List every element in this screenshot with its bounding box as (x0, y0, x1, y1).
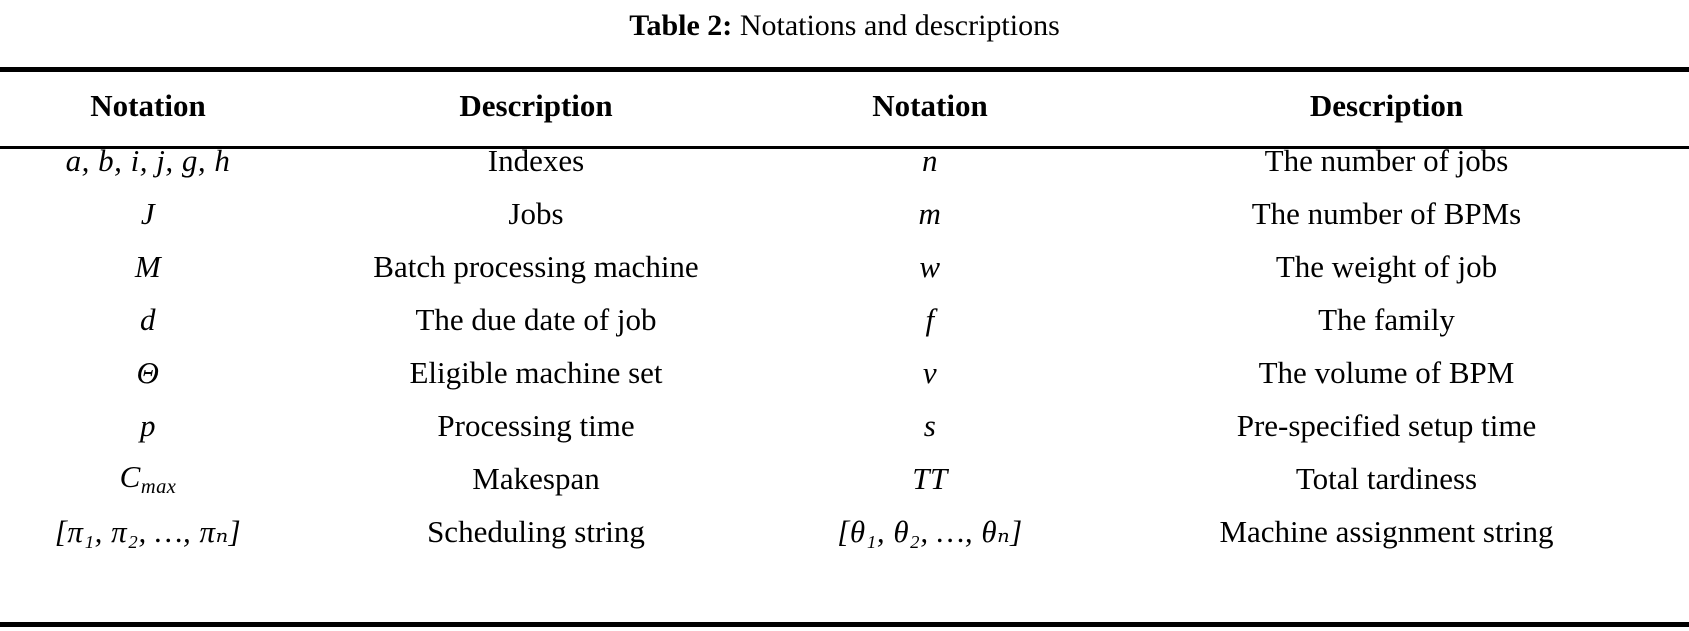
cell-notation-left: [π₁, π₂, …, πₙ] (54, 513, 242, 549)
cell-notation-right: TT (912, 460, 948, 496)
table-row: Cmax Makespan TT Total tardiness (0, 452, 1689, 505)
caption-label: Table 2: (629, 9, 733, 42)
cell-description-left: The due date of job (415, 301, 657, 337)
table-caption: Table 2: Notations and descriptions (0, 6, 1689, 46)
cell-description-right: The family (1318, 301, 1455, 337)
notations-table: Notation Description Notation Descriptio… (0, 78, 1689, 558)
column-header-description-right: Description (1309, 88, 1464, 123)
cell-notation-left: a, b, i, j, g, h (65, 142, 231, 178)
cell-notation-left: Cmax (0, 452, 296, 505)
cell-notation-right: [θ₁, θ₂, …, θₙ] (837, 513, 1023, 549)
cell-notation-right: w (919, 248, 941, 284)
cell-description-left: Scheduling string (427, 513, 645, 549)
table-top-rule (0, 67, 1689, 72)
cell-notation-right: f (925, 301, 935, 337)
table-row: J Jobs m The number of BPMs (0, 187, 1689, 240)
table-header-row-group: Notation Description Notation Descriptio… (0, 78, 1689, 134)
cell-notation-right: m (918, 195, 942, 231)
cell-description-right: Machine assignment string (1219, 513, 1554, 549)
table-body: a, b, i, j, g, h Indexes n The number of… (0, 134, 1689, 558)
cell-notation-left: J (140, 195, 156, 231)
table-row: d The due date of job f The family (0, 293, 1689, 346)
cell-description-left: Indexes (487, 142, 585, 178)
cell-description-right: Total tardiness (1295, 460, 1478, 496)
cmax-base: C (119, 458, 141, 494)
cell-notation-left: p (140, 407, 156, 443)
cell-description-left: Batch processing machine (373, 248, 699, 284)
table-header-rule (0, 146, 1689, 149)
column-header-description-left: Description (459, 88, 613, 123)
cell-description-right: The volume of BPM (1258, 354, 1515, 390)
cell-description-right: The weight of job (1275, 248, 1498, 284)
cell-description-right: The number of BPMs (1251, 195, 1522, 231)
column-header-notation-right: Notation (872, 88, 988, 123)
column-header-notation-left: Notation (90, 88, 206, 123)
cell-notation-right: s (923, 407, 937, 443)
cell-description-left: Jobs (508, 195, 564, 231)
table-row: [π₁, π₂, …, πₙ] Scheduling string [θ₁, θ… (0, 505, 1689, 558)
cell-notation-left: d (140, 301, 156, 337)
table-header-row: Notation Description Notation Descriptio… (0, 78, 1689, 134)
table-row: p Processing time s Pre-specified setup … (0, 399, 1689, 452)
table-bottom-rule (0, 622, 1689, 627)
cell-description-left: Eligible machine set (409, 354, 663, 390)
cell-notation-left: M (134, 248, 162, 284)
cell-notation-right: n (922, 142, 938, 178)
cell-notation-left: Θ (136, 354, 160, 390)
table-row: a, b, i, j, g, h Indexes n The number of… (0, 134, 1689, 187)
cell-description-left: Makespan (472, 460, 600, 496)
caption-text: Notations and descriptions (739, 9, 1060, 42)
cell-description-right: The number of jobs (1264, 142, 1509, 178)
table-row: Θ Eligible machine set v The volume of B… (0, 346, 1689, 399)
cell-description-right: Pre-specified setup time (1236, 407, 1537, 443)
cmax-subscript: max (140, 475, 177, 498)
table-row: M Batch processing machine w The weight … (0, 240, 1689, 293)
cell-notation-right: v (922, 354, 938, 390)
cell-description-left: Processing time (437, 407, 635, 443)
